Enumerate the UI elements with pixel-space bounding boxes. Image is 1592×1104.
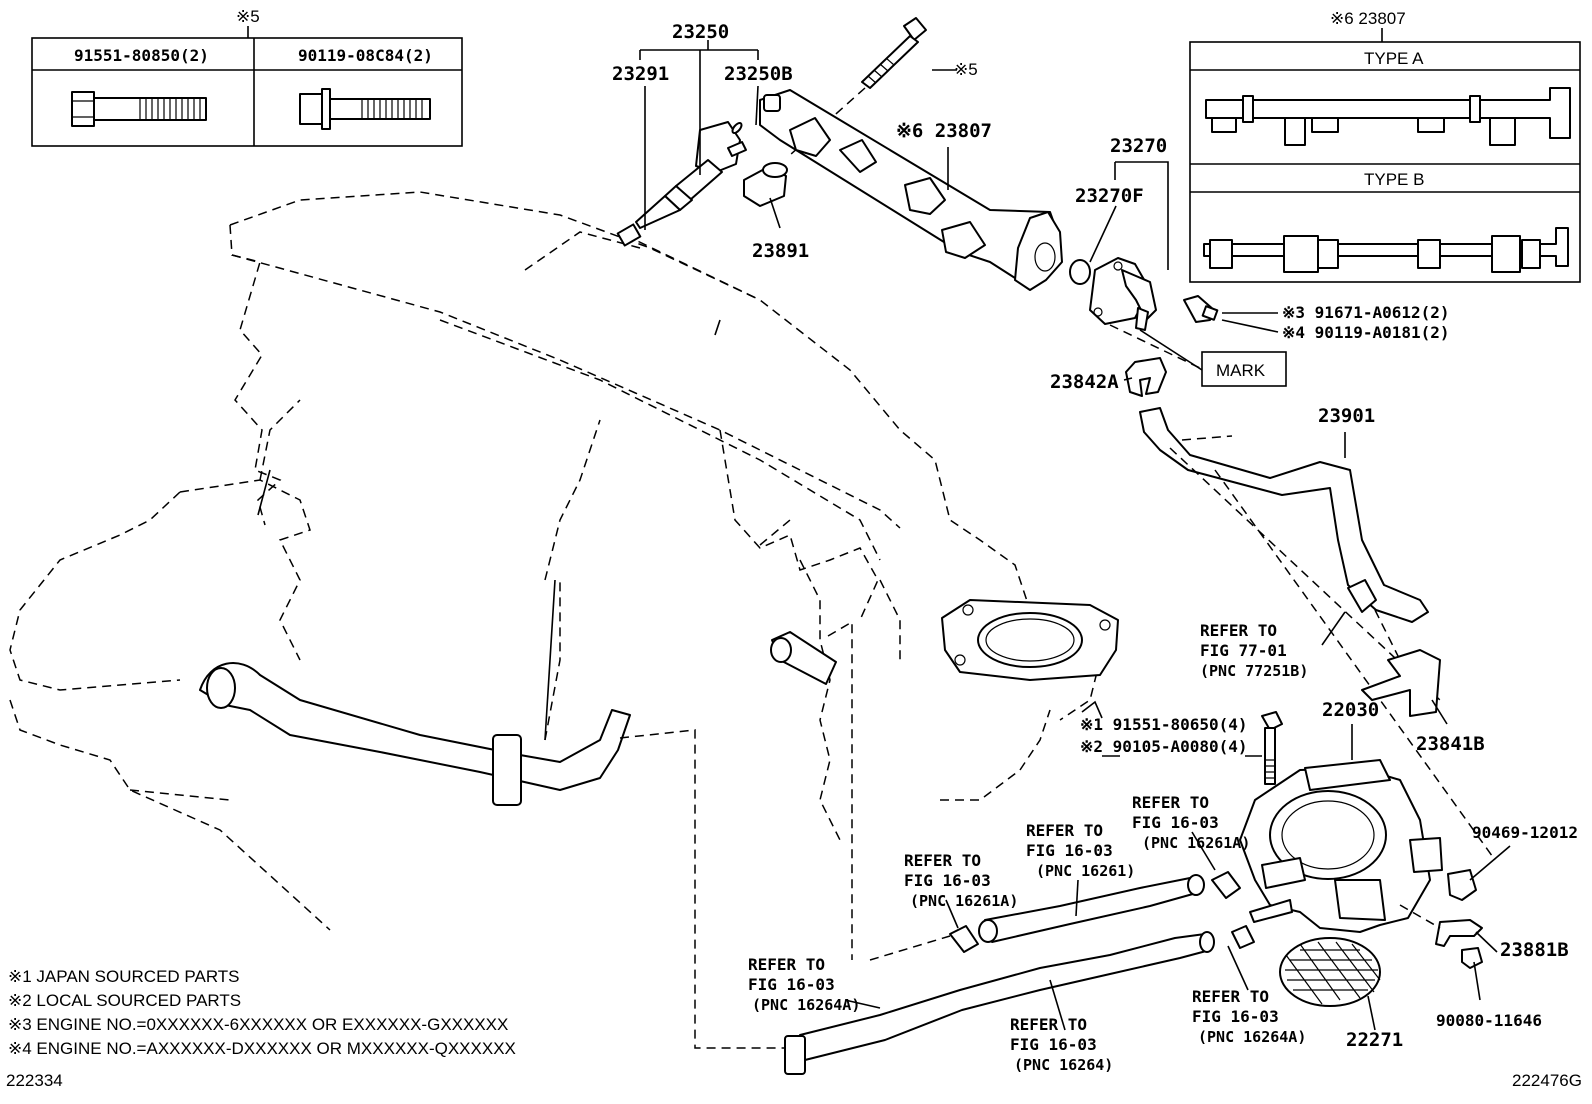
bolt-part-1: 91551-80850(2): [74, 46, 209, 65]
refer-77-01: REFER TO FIG 77-01 (PNC 77251B): [1200, 621, 1308, 680]
svg-text:REFER TO: REFER TO: [1026, 821, 1103, 840]
label-mark5: ※5: [954, 60, 978, 79]
label-23901: 23901: [1318, 405, 1375, 427]
note-4: ※4 ENGINE NO.=AXXXXXX-DXXXXXX OR MXXXXXX…: [8, 1039, 516, 1058]
svg-text:FIG 16-03: FIG 16-03: [748, 975, 835, 994]
type-a-rail: [1205, 87, 1571, 146]
refer-16264a-left: REFER TO FIG 16-03 (PNC 16264A): [748, 955, 860, 1014]
mark-callout: MARK: [1201, 351, 1287, 387]
label-23270f: 23270F: [1075, 185, 1144, 207]
label-22030: 22030: [1322, 699, 1379, 721]
label-90080: 90080-11646: [1436, 1011, 1542, 1030]
svg-text:(PNC 16264): (PNC 16264): [1014, 1056, 1113, 1074]
type-b-rail: [1203, 227, 1569, 273]
svg-text:FIG 16-03: FIG 16-03: [1026, 841, 1113, 860]
code-left: 222334: [6, 1071, 63, 1090]
coolant-pipe-left: [199, 662, 785, 1049]
label-bolt2: ※2 90105-A0080(4): [1080, 737, 1248, 756]
type-box-title: ※6 23807: [1330, 9, 1406, 28]
rail-type-box: ※6 23807 TYPE A TYPE B: [1189, 9, 1581, 283]
engine-outline: [9, 191, 1101, 931]
bolt-2-drawing: [299, 88, 431, 130]
note-1: ※1 JAPAN SOURCED PARTS: [8, 967, 240, 986]
svg-text:FIG 16-03: FIG 16-03: [1010, 1035, 1097, 1054]
type-b-label: TYPE B: [1364, 170, 1424, 189]
label-23250b: 23250B: [724, 63, 793, 85]
svg-text:(PNC 16264A): (PNC 16264A): [752, 996, 860, 1014]
note-2: ※2 LOCAL SOURCED PARTS: [8, 991, 241, 1010]
refer-16261: REFER TO FIG 16-03 (PNC 16261): [1026, 821, 1135, 880]
gasket-22271: [1279, 937, 1381, 1007]
refer-16261a-upper: REFER TO FIG 16-03 (PNC 16261A): [1132, 793, 1250, 852]
mark-label: MARK: [1216, 361, 1266, 380]
label-22271: 22271: [1346, 1029, 1403, 1051]
bolt-part-2: 90119-08C84(2): [298, 46, 433, 65]
label-bolt4: ※4 90119-A0181(2): [1282, 323, 1450, 342]
refer-callouts: REFER TO FIG 77-01 (PNC 77251B) REFER TO…: [748, 621, 1308, 1074]
intake-flange: [941, 599, 1119, 681]
water-hoses: [770, 620, 1255, 1075]
svg-text:FIG 77-01: FIG 77-01: [1200, 641, 1287, 660]
clamp-90469: [1447, 869, 1477, 901]
svg-text:FIG 16-03: FIG 16-03: [904, 871, 991, 890]
bolt-table-mark: ※5: [236, 7, 260, 26]
note-3: ※3 ENGINE NO.=0XXXXXX-6XXXXXX OR EXXXXXX…: [8, 1015, 508, 1034]
label-23891: 23891: [752, 240, 809, 262]
type-a-label: TYPE A: [1364, 49, 1424, 68]
svg-text:FIG 16-03: FIG 16-03: [1192, 1007, 1279, 1026]
injector: [616, 121, 747, 247]
bolt-1-drawing: [71, 91, 207, 127]
svg-text:(PNC 77251B): (PNC 77251B): [1200, 662, 1308, 680]
svg-text:(PNC 16261A): (PNC 16261A): [1142, 834, 1250, 852]
label-90469: 90469-12012: [1472, 823, 1578, 842]
label-23807: ※6 23807: [896, 120, 992, 142]
throttle-body-22030: [1239, 759, 1443, 933]
fuel-inlet-23270: [1089, 257, 1157, 331]
svg-text:REFER TO: REFER TO: [1132, 793, 1209, 812]
refer-16261a-lower: REFER TO FIG 16-03 (PNC 16261A): [904, 851, 1018, 910]
footnotes: ※1 JAPAN SOURCED PARTS ※2 LOCAL SOURCED …: [6, 967, 1582, 1090]
insulator-23891: [743, 162, 788, 207]
part-labels: 23250 23291 23250B 23891 ※5 ※6 23807 232…: [612, 21, 1578, 1051]
leader-lines: [639, 40, 1511, 1031]
svg-text:FIG 16-03: FIG 16-03: [1132, 813, 1219, 832]
svg-text:REFER TO: REFER TO: [1010, 1015, 1087, 1034]
label-23250: 23250: [672, 21, 729, 43]
code-right: 222476G: [1512, 1071, 1582, 1090]
svg-text:REFER TO: REFER TO: [1192, 987, 1269, 1006]
inlet-bolt: [1183, 295, 1219, 323]
refer-16264: REFER TO FIG 16-03 (PNC 16264): [1010, 1015, 1113, 1074]
bolt-table: ※5 91551-80850(2) 90119-08C84(2): [31, 7, 463, 147]
label-bolt1: ※1 91551-80650(4): [1080, 715, 1248, 734]
label-23291: 23291: [612, 63, 669, 85]
svg-text:(PNC 16264A): (PNC 16264A): [1198, 1028, 1306, 1046]
retainer-23842a: [1125, 357, 1167, 397]
svg-text:(PNC 16261A): (PNC 16261A): [910, 892, 1018, 910]
label-23270: 23270: [1110, 135, 1167, 157]
svg-text:(PNC 16261): (PNC 16261): [1036, 862, 1135, 880]
throttle-bolt: [1261, 711, 1283, 785]
bracket-23881b: [1399, 904, 1483, 969]
svg-text:REFER TO: REFER TO: [748, 955, 825, 974]
fuel-rail: [759, 89, 1063, 291]
o-ring-23270f: [1069, 259, 1091, 285]
label-bolt3: ※3 91671-A0612(2): [1282, 303, 1450, 322]
svg-text:REFER TO: REFER TO: [904, 851, 981, 870]
refer-16264a-right: REFER TO FIG 16-03 (PNC 16264A): [1192, 987, 1306, 1046]
clip-23841b: [1361, 649, 1441, 717]
label-23841b: 23841B: [1416, 733, 1485, 755]
label-23842a: 23842A: [1050, 371, 1119, 393]
label-23881b: 23881B: [1500, 939, 1569, 961]
svg-text:REFER TO: REFER TO: [1200, 621, 1277, 640]
